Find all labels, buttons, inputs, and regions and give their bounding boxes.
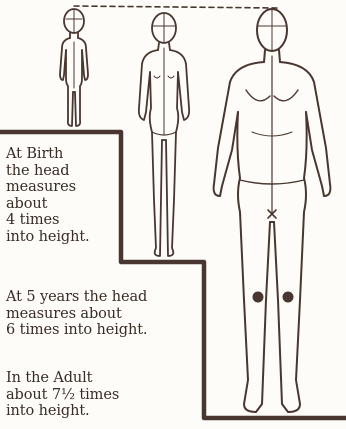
- figure-five-years: [139, 13, 189, 256]
- caption-birth: At Birth the head measures about 4 times…: [6, 146, 126, 245]
- figure-adult: [214, 9, 331, 412]
- figure-birth: [60, 9, 88, 126]
- caption-adult: In the Adult about 7½ times into height.: [6, 370, 206, 420]
- head-top-guideline: [74, 6, 278, 8]
- caption-five-years: At 5 years the head measures about 6 tim…: [6, 289, 206, 339]
